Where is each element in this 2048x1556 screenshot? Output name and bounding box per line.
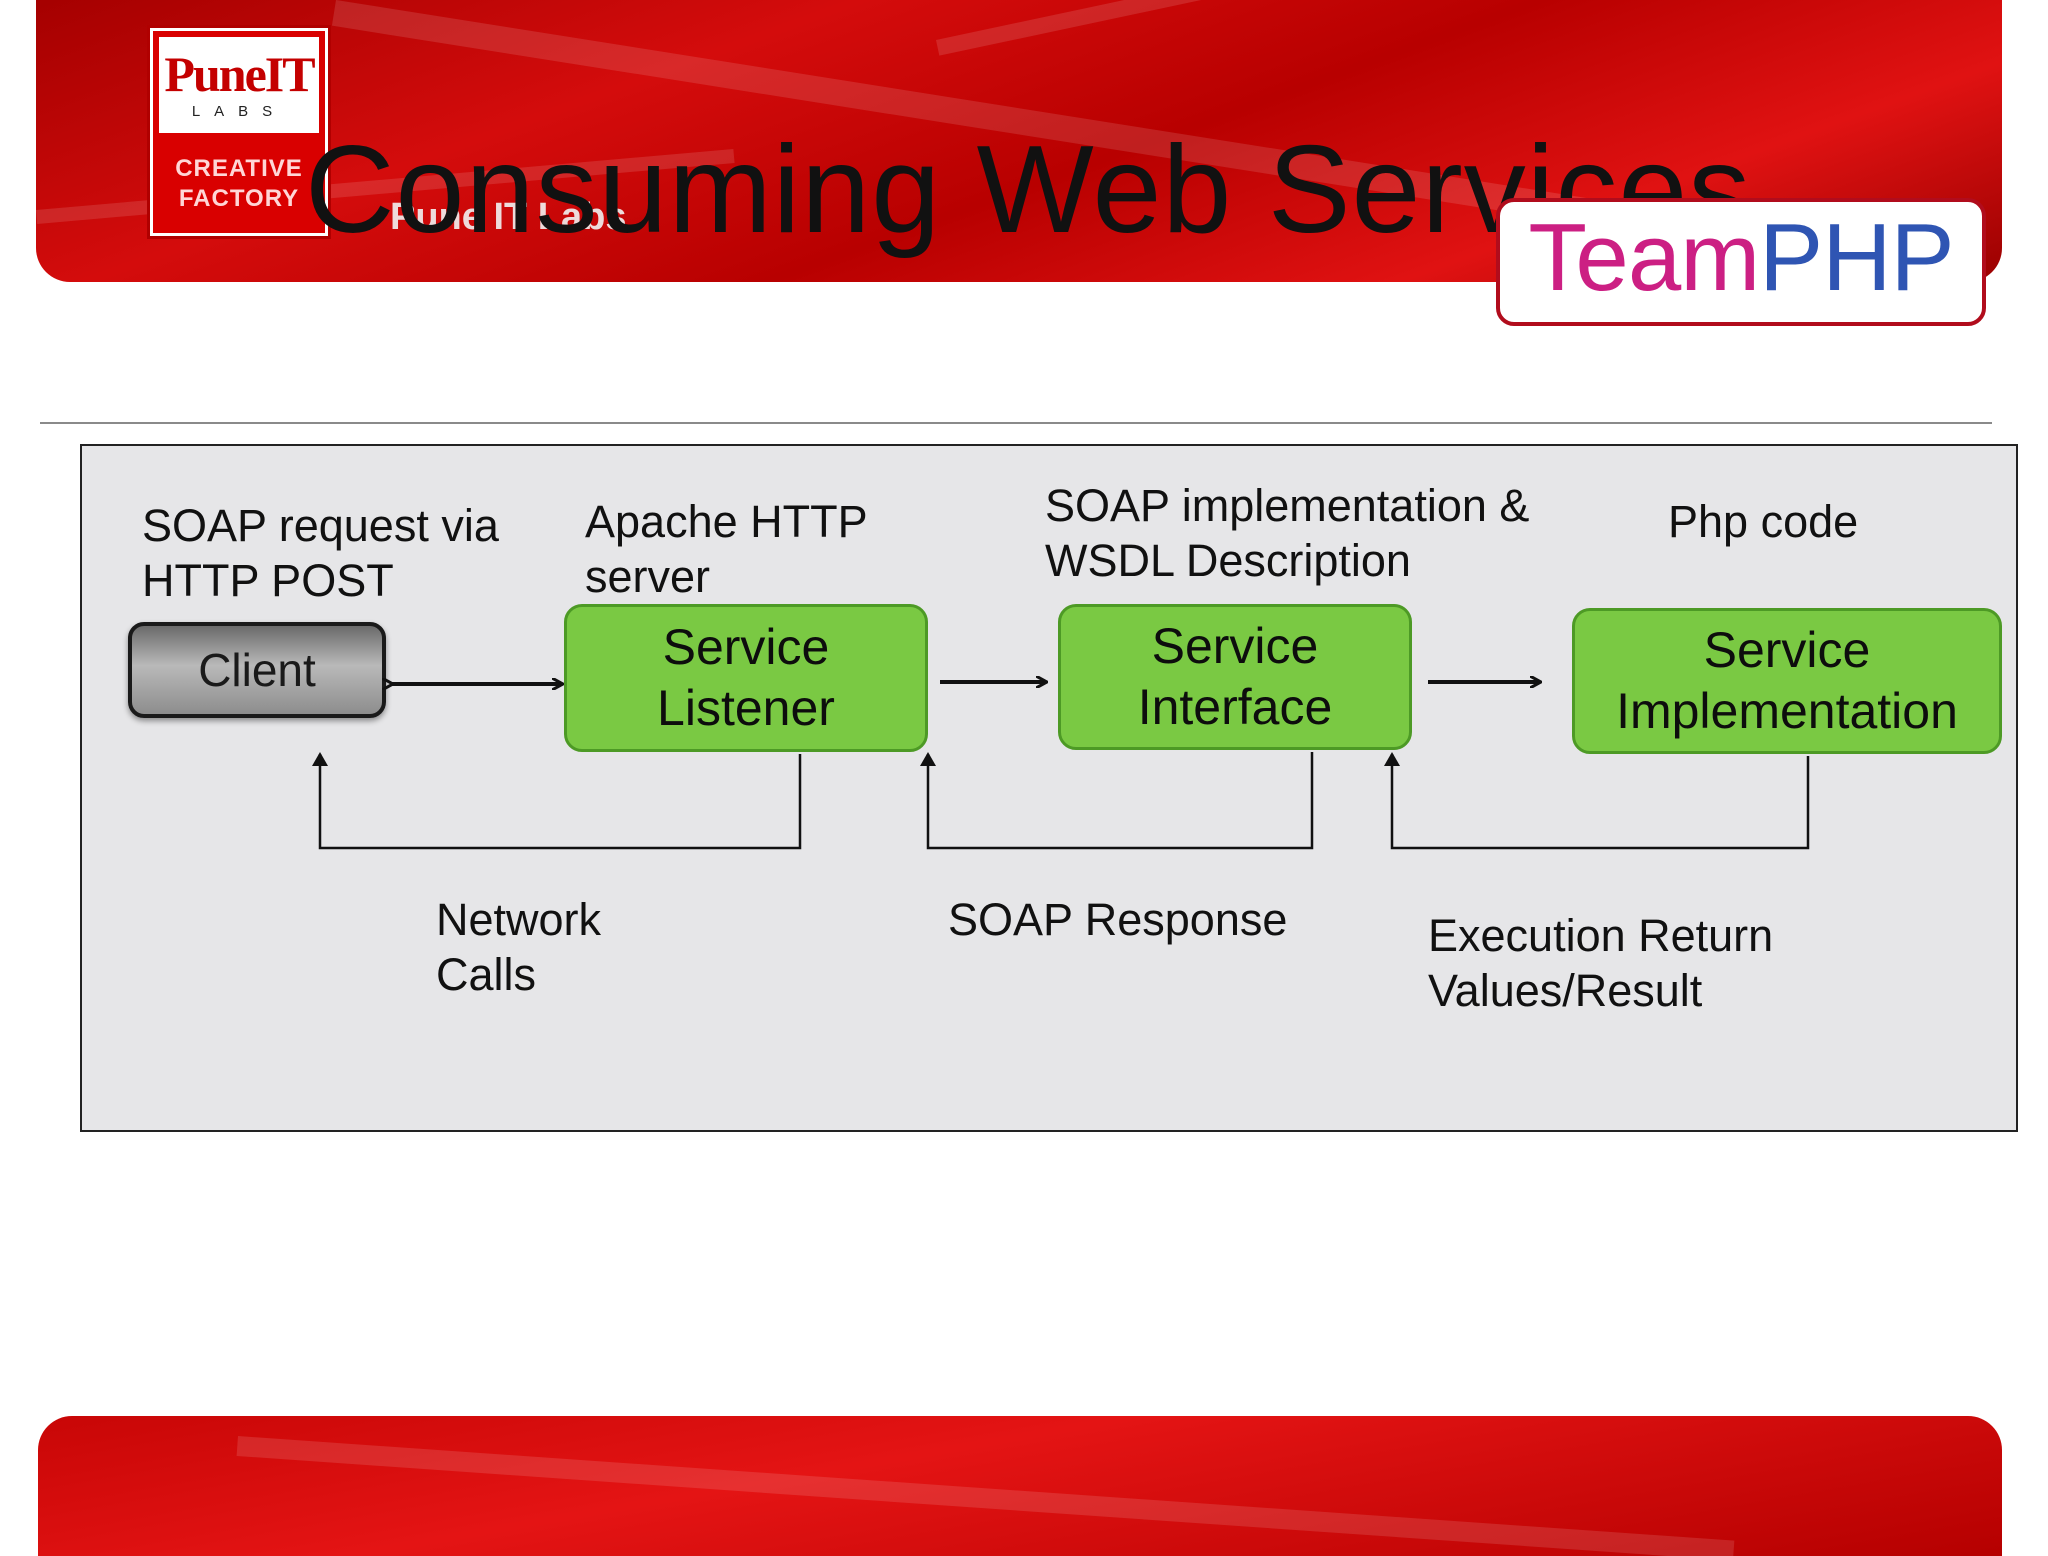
service-implementation-line2: Implementation (1616, 683, 1958, 739)
logo-brand: PuneIT (164, 46, 315, 102)
label-soap-response: SOAP Response (948, 894, 1288, 945)
label-apache-line1: Apache HTTP (585, 496, 868, 547)
client-node: Client (128, 622, 386, 718)
service-interface-node: Service Interface (1058, 604, 1412, 750)
return-soap-response (920, 752, 1314, 850)
label-network-line1: Network (436, 894, 602, 945)
label-apache-line2: server (585, 551, 711, 602)
label-exec-line2: Values/Result (1428, 965, 1703, 1016)
label-execution-return: Execution Return Values/Result (1428, 908, 1773, 1018)
label-soap-request-line2: HTTP POST (142, 555, 394, 606)
label-soap-impl-line2: WSDL Description (1045, 535, 1411, 586)
logo-line2: FACTORY (178, 185, 300, 212)
return-network-calls (312, 752, 802, 850)
service-listener-node: Service Listener (564, 604, 928, 752)
teamphp-badge: TeamPHP (1496, 198, 1986, 326)
label-exec-line1: Execution Return (1428, 910, 1774, 961)
company-logo: PuneIT LABS CREATIVE FACTORY (150, 28, 328, 236)
label-soap-impl-line1: SOAP implementation & (1045, 480, 1530, 531)
divider (40, 422, 1992, 424)
badge-php: PHP (1759, 204, 1954, 311)
service-listener-line2: Listener (657, 680, 835, 736)
label-network-line2: Calls (436, 949, 537, 1000)
label-apache: Apache HTTP server (585, 494, 868, 604)
service-implementation-node: Service Implementation (1572, 608, 2002, 754)
label-network-calls: Network Calls (436, 892, 601, 1002)
logo-sub: LABS (191, 103, 287, 120)
label-soap-request-line1: SOAP request via (142, 500, 499, 551)
header-watermark: Pune IT Labs (390, 196, 627, 238)
return-execution-values (1384, 752, 1810, 850)
footer-band (38, 1416, 2002, 1556)
service-listener-line1: Service (662, 619, 830, 675)
label-php-code: Php code (1668, 496, 1859, 547)
label-soap-request: SOAP request via HTTP POST (142, 498, 499, 608)
badge-team: Team (1528, 204, 1760, 311)
service-interface-line1: Service (1151, 618, 1319, 674)
service-implementation-line1: Service (1703, 622, 1871, 678)
diagram-panel (80, 444, 2018, 1132)
logo-line1: CREATIVE (175, 155, 303, 182)
service-interface-line2: Interface (1137, 679, 1333, 735)
label-soap-impl: SOAP implementation & WSDL Description (1045, 478, 1529, 588)
